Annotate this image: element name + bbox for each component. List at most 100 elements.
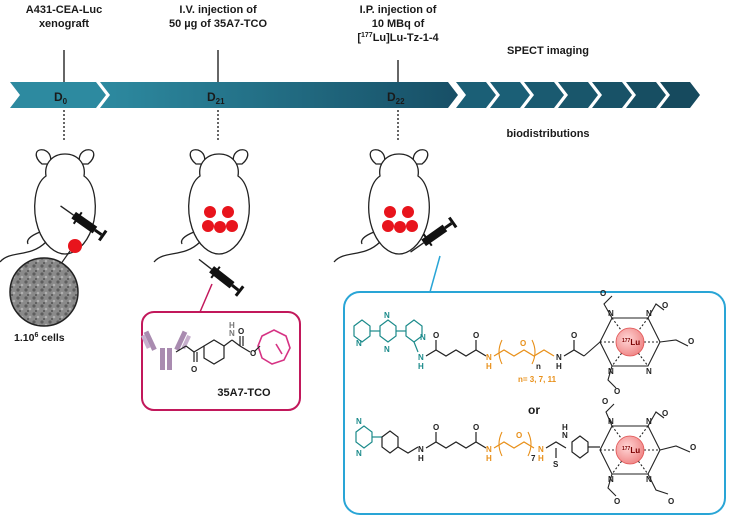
s2-atom-h-amide2: H xyxy=(486,454,492,463)
s2-atom-n-amide1: N xyxy=(418,445,424,454)
iv-injection-label-line2: 50 µg of 35A7-TCO xyxy=(169,18,267,30)
day-label-d22: D22 xyxy=(387,90,405,106)
timeline-chevron-2 xyxy=(490,82,530,108)
timeline-segment-2 xyxy=(100,82,458,108)
s1-atom-o-peg: O xyxy=(520,339,526,348)
s2-atom-s: S xyxy=(553,460,559,469)
s1-peg-bracket-right xyxy=(531,339,536,365)
mouse-3-leg-left xyxy=(360,231,375,245)
atom-h-tco: H xyxy=(229,321,235,330)
n-values-label: n= 3, 7, 11 xyxy=(518,375,557,384)
timeline-chevron-4 xyxy=(558,82,598,108)
s1-atom-n-py: N xyxy=(356,339,362,348)
s2-atom-n-thiourea1: N xyxy=(538,445,544,454)
tetrazine-benzyl xyxy=(355,425,382,449)
timeline-chevron-6 xyxy=(626,82,666,108)
mouse-2-tumor-3 xyxy=(202,220,214,232)
mouse-3-tail xyxy=(333,241,381,263)
mouse-2 xyxy=(153,149,250,263)
s1-atom-o-3: O xyxy=(571,331,577,340)
s1-atom-n-tz1: N xyxy=(384,311,390,320)
s1-atom-n-amide2: N xyxy=(486,353,492,362)
s2-atom-o-2: O xyxy=(473,423,479,432)
s1-atom-h-amide3: H xyxy=(556,362,562,371)
mouse-3-tumor-3 xyxy=(382,220,394,232)
mouse-1-leg-left xyxy=(26,231,41,245)
ip-injection-label-line1: I.P. injection of xyxy=(360,4,437,16)
xenograft-label-line1: A431-CEA-Luc xyxy=(26,4,102,16)
s2-atom-n-thiourea2: N xyxy=(562,431,568,440)
s1-atom-n-amide1: N xyxy=(418,353,424,362)
atom-n-tco: N xyxy=(229,329,235,338)
s2-atom-h-thiourea1: H xyxy=(538,454,544,463)
mouse-2-tumor-5 xyxy=(226,220,238,232)
s2-benzyl-link xyxy=(397,446,419,454)
dota2-o-2: O xyxy=(662,409,668,418)
s2-atom-n-tz1: N xyxy=(356,417,362,426)
s2-atom-h-thiourea2: H xyxy=(562,423,568,432)
tumor-cells-image xyxy=(9,257,79,327)
mouse-2-body xyxy=(188,153,250,255)
s2-peg-7-label: 7 xyxy=(531,454,536,463)
structure-1: N N N N N H O O N H O n N H O xyxy=(353,311,585,371)
dota2-n-3: N xyxy=(608,475,614,484)
s2-peg-bracket-left xyxy=(498,431,503,457)
mouse-2-tumor-1 xyxy=(204,206,216,218)
mouse-3 xyxy=(333,149,430,263)
s2-atom-h-amide1: H xyxy=(418,454,424,463)
timeline xyxy=(10,82,700,108)
dota1-n-1: N xyxy=(608,309,614,318)
timeline-chevron-3 xyxy=(524,82,564,108)
dota2-o-4: O xyxy=(614,497,620,506)
biodistributions-label: biodistributions xyxy=(506,128,589,140)
s1-atom-h-amide1: H xyxy=(418,362,424,371)
tco-ring xyxy=(257,329,291,365)
mouse-2-tumor-4 xyxy=(214,221,226,233)
syringe-3-icon xyxy=(410,216,458,253)
mouse-2-tumor-2 xyxy=(222,206,234,218)
ip-injection-label-line2: 10 MBq of xyxy=(372,18,425,30)
day-sub-d0: 0 xyxy=(63,97,68,106)
pyridyl-tetrazine-pyridine xyxy=(353,319,423,353)
dota1-n-2: N xyxy=(646,309,652,318)
s1-atom-n-tz2: N xyxy=(384,345,390,354)
mouse-2-tail xyxy=(153,241,201,263)
lu-label-2: 177Lu xyxy=(622,446,640,455)
atom-o-tco-2: O xyxy=(238,327,244,336)
blue-box-connector xyxy=(429,255,441,293)
atom-o-tco-3: O xyxy=(250,349,256,358)
dota1-o-3: O xyxy=(688,337,694,346)
s1-atom-n-py2: N xyxy=(420,333,426,342)
s1-atom-o-1: O xyxy=(433,331,439,340)
s2-peg-bracket-right xyxy=(527,431,532,457)
ip-injection-label-line3: [177Lu]Lu-Tz-1-4 xyxy=(357,32,439,44)
mouse-1-tail xyxy=(0,241,47,263)
dota-lu-complex-2: 177Lu N N N N O O O O O xyxy=(599,397,696,506)
dota1-o-1: O xyxy=(600,289,606,298)
spect-imaging-label: SPECT imaging xyxy=(507,45,589,57)
xenograft-label-line2: xenograft xyxy=(39,18,89,30)
s2-thiourea xyxy=(545,441,567,449)
dota2-o-3: O xyxy=(690,443,696,452)
mouse-3-body xyxy=(368,153,430,255)
lu-atom-1 xyxy=(615,327,645,357)
lu-atom-2 xyxy=(615,435,645,465)
timeline-chevron-5 xyxy=(592,82,632,108)
s1-peg-chain xyxy=(493,349,555,357)
injection-tumor-1 xyxy=(68,239,82,253)
dota2-o-1: O xyxy=(602,397,608,406)
s2-atom-n-tz2: N xyxy=(356,449,362,458)
s2-peg-chain xyxy=(493,441,535,449)
lu-label-1: 177Lu xyxy=(622,338,640,347)
syringe-2-icon xyxy=(198,258,245,297)
dota2-n-4: N xyxy=(646,475,652,484)
dota1-o-4: O xyxy=(614,387,620,396)
cell-count-label: 1.106 cells xyxy=(14,332,65,344)
dota1-o-2: O xyxy=(662,301,668,310)
s2-atom-o-peg: O xyxy=(516,431,522,440)
pink-box-connector xyxy=(199,283,213,313)
mouse-3-tumor-5 xyxy=(406,220,418,232)
timeline-chevron-7 xyxy=(660,82,700,108)
or-label: or xyxy=(528,403,540,417)
